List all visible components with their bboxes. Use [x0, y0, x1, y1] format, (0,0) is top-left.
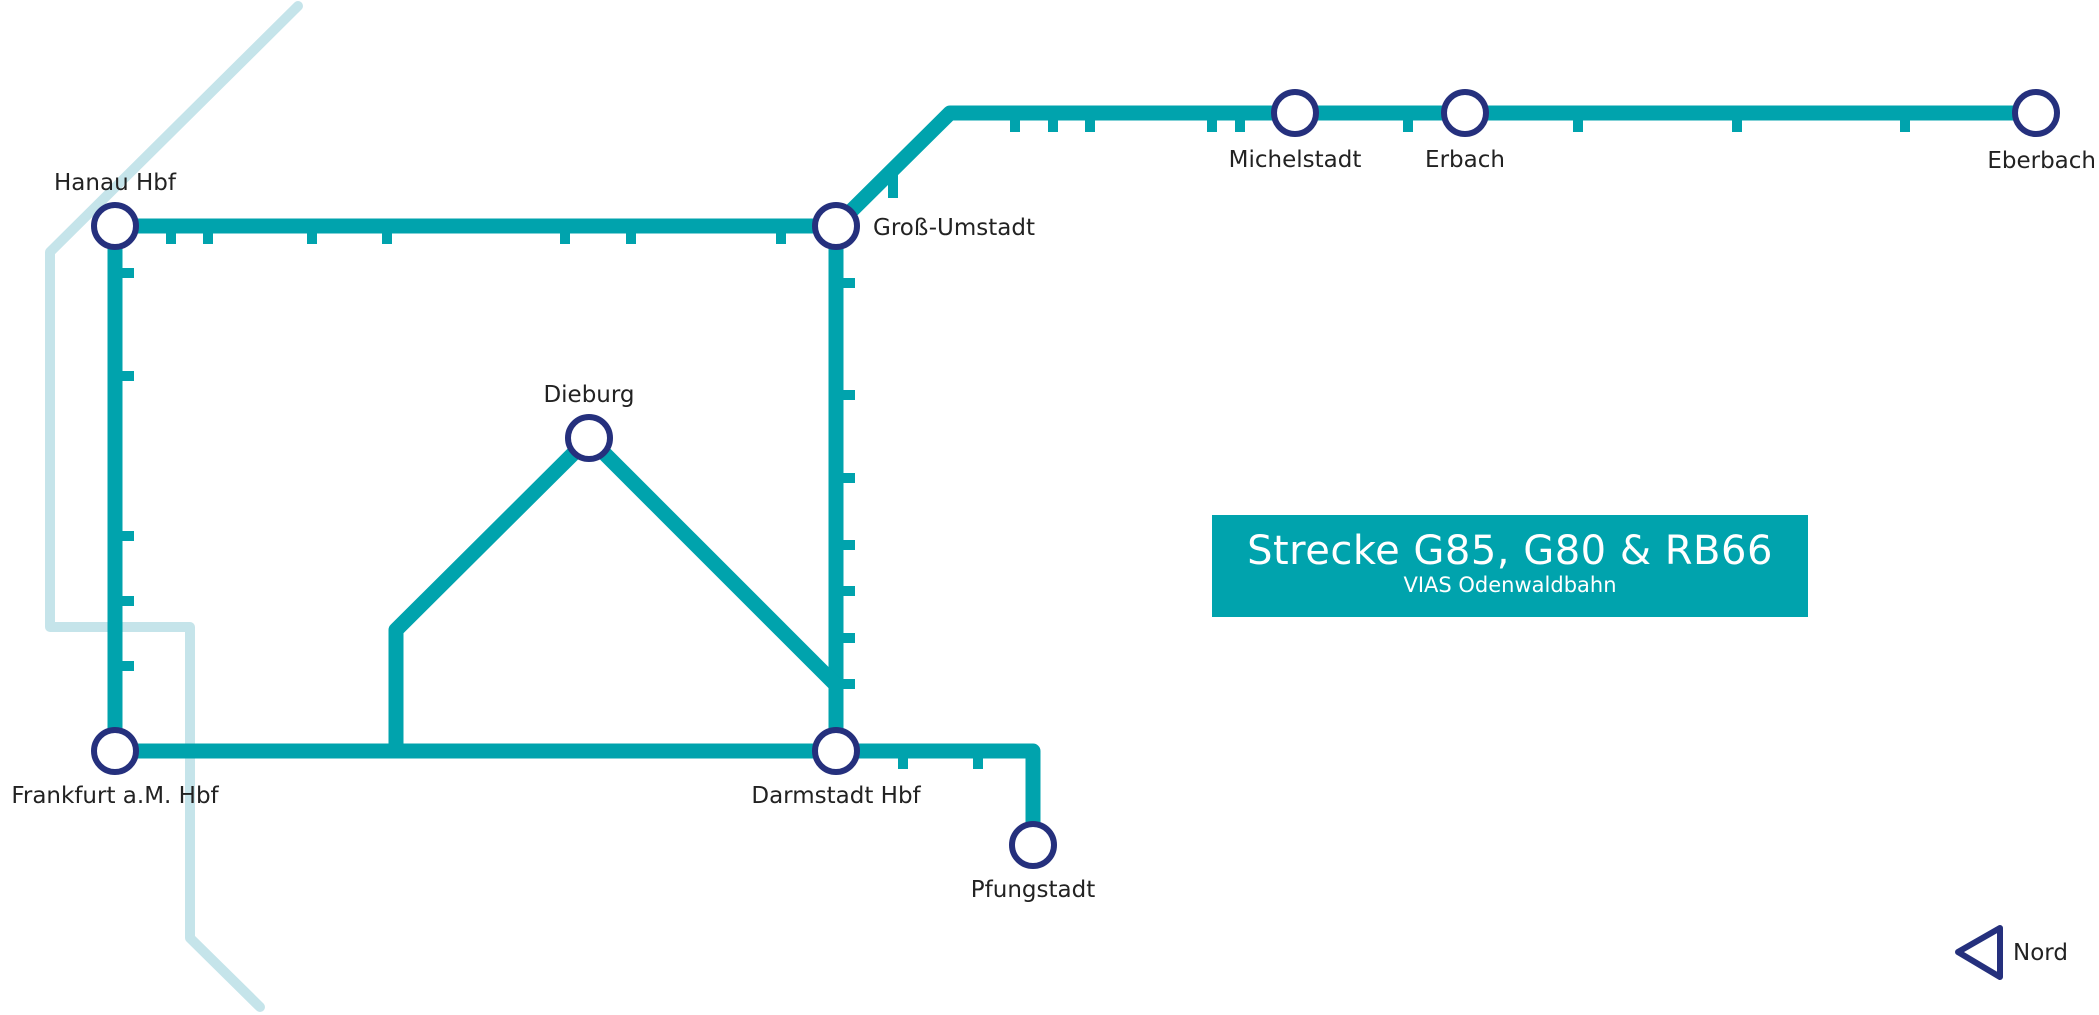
stop-tick: [836, 278, 855, 288]
station-erbach[interactable]: [1441, 89, 1489, 137]
stop-tick: [1010, 113, 1020, 132]
route-subtitle: VIAS Odenwaldbahn: [1403, 573, 1617, 597]
stop-tick: [115, 531, 134, 541]
stop-tick: [382, 226, 392, 244]
route-lines: [107, 105, 2036, 845]
station-hanau-hbf[interactable]: [91, 202, 139, 250]
stop-tick: [888, 170, 898, 198]
stop-ticks: [115, 113, 1910, 769]
stop-tick: [1732, 113, 1742, 132]
station-gross-umstadt[interactable]: [812, 202, 860, 250]
stop-tick: [1573, 113, 1583, 132]
station-labels: Hanau Hbf Groß-Umstadt Dieburg Frankfurt…: [11, 147, 2096, 903]
stop-tick: [1900, 113, 1910, 132]
stop-tick: [898, 751, 908, 769]
label-dieburg: Dieburg: [543, 382, 634, 408]
stop-tick: [560, 226, 570, 244]
stop-tick: [1403, 113, 1413, 132]
compass: Nord: [1955, 925, 2068, 980]
label-gross-umstadt: Groß-Umstadt: [873, 215, 1035, 241]
stop-tick: [115, 661, 134, 671]
stop-tick: [836, 633, 855, 643]
line-dieburg-west: [388, 432, 595, 751]
stop-tick: [836, 586, 855, 596]
label-eberbach: Eberbach: [1987, 148, 2096, 174]
stop-tick: [626, 226, 636, 244]
stop-tick: [1048, 113, 1058, 132]
stop-tick: [307, 226, 317, 244]
station-darmstadt-hbf[interactable]: [812, 727, 860, 775]
stop-tick: [776, 226, 786, 244]
label-pfungstadt: Pfungstadt: [971, 877, 1095, 903]
line-gross-umstadt-eberbach: [830, 105, 2036, 232]
stop-tick: [973, 751, 983, 769]
label-frankfurt-hbf: Frankfurt a.M. Hbf: [11, 783, 219, 809]
stop-tick: [836, 679, 855, 689]
label-darmstadt-hbf: Darmstadt Hbf: [751, 783, 921, 809]
line-dieburg-east: [583, 432, 842, 691]
stop-tick: [836, 540, 855, 550]
background-rail-line: [45, 1, 303, 1012]
station-dieburg[interactable]: [565, 414, 613, 462]
stop-tick: [1207, 113, 1217, 132]
stop-tick: [836, 473, 855, 483]
stop-tick: [115, 371, 134, 381]
stop-tick: [115, 596, 134, 606]
north-arrow-triangle-icon: [1955, 925, 2003, 980]
label-erbach: Erbach: [1425, 147, 1505, 173]
stop-tick: [203, 226, 213, 244]
stop-tick: [836, 390, 855, 400]
station-eberbach[interactable]: [2012, 89, 2060, 137]
station-pfungstadt[interactable]: [1009, 821, 1057, 869]
stop-tick: [115, 268, 134, 278]
stations: [91, 89, 2060, 869]
station-michelstadt[interactable]: [1271, 89, 1319, 137]
stop-tick: [1235, 113, 1245, 132]
station-frankfurt-hbf[interactable]: [91, 727, 139, 775]
route-title-box: Strecke G85, G80 & RB66 VIAS Odenwaldbah…: [1212, 515, 1808, 617]
route-title: Strecke G85, G80 & RB66: [1247, 528, 1773, 574]
compass-label: Nord: [2013, 940, 2068, 966]
stop-tick: [1085, 113, 1095, 132]
label-hanau-hbf: Hanau Hbf: [54, 170, 177, 196]
stop-tick: [166, 226, 176, 244]
label-michelstadt: Michelstadt: [1229, 147, 1362, 173]
